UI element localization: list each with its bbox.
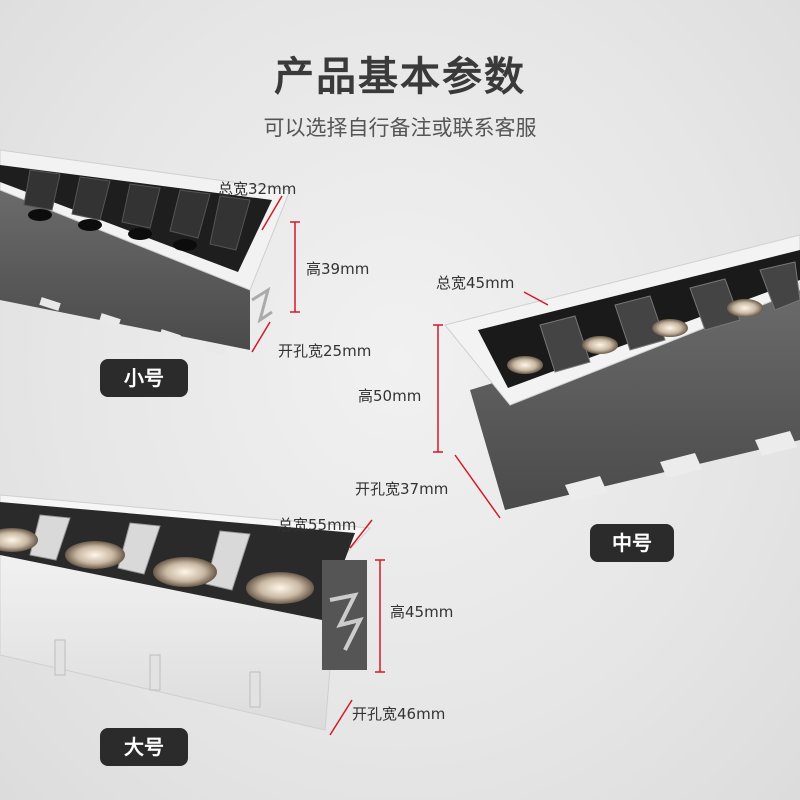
large-total-width-label: 总宽55mm: [278, 516, 357, 534]
medium-light-image: [444, 234, 800, 510]
small-cutout-width-label: 开孔宽25mm: [278, 342, 372, 360]
large-size-badge: 大号: [100, 728, 188, 766]
dimension-lines: [251, 195, 549, 736]
small-size-badge: 小号: [100, 359, 188, 397]
page-subtitle: 可以选择自行备注或联系客服: [263, 116, 537, 140]
small-height-label: 高39mm: [306, 260, 370, 278]
medium-size-badge: 中号: [590, 524, 674, 562]
medium-height-label: 高50mm: [358, 387, 422, 405]
large-cutout-width-label: 开孔宽46mm: [352, 705, 446, 723]
medium-cutout-width-label: 开孔宽37mm: [355, 480, 449, 498]
large-light-image: [0, 494, 372, 731]
medium-total-width-label: 总宽45mm: [436, 274, 515, 292]
page-title: 产品基本参数: [274, 54, 526, 100]
small-light-image: [0, 149, 291, 356]
large-height-label: 高45mm: [390, 603, 454, 621]
small-total-width-label: 总宽32mm: [218, 180, 297, 198]
